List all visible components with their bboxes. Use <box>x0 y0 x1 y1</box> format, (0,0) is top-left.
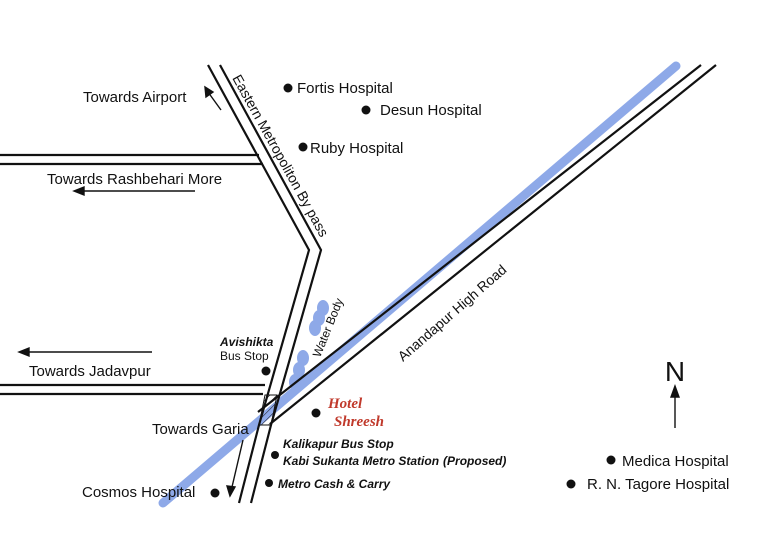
crossing-hatch <box>258 394 278 426</box>
ruby-dot <box>298 142 308 152</box>
metro-cash-dot <box>265 479 273 487</box>
rn-tagore-dot <box>566 479 576 489</box>
airport-label: Towards Airport <box>83 89 187 106</box>
north-arrow <box>670 383 680 428</box>
north-label: N <box>665 356 685 387</box>
hotel-name-line1: Hotel <box>327 396 363 412</box>
avishikta-dot <box>261 366 271 376</box>
garia-label: Towards Garia <box>152 421 249 438</box>
kabi-sukanta-name: Kabi Sukanta Metro Station <box>283 454 439 468</box>
cosmos-dot <box>210 488 220 498</box>
hotel-dot <box>311 408 321 418</box>
fortis-dot <box>283 83 293 93</box>
desun-label: Desun Hospital <box>380 102 482 119</box>
kabi-sukanta-label: Kabi Sukanta Metro Station (Proposed) <box>283 454 506 468</box>
ruby-label: Ruby Hospital <box>310 140 403 157</box>
rashbehari-label: Towards Rashbehari More <box>47 171 222 188</box>
avishikta-label: Avishikta <box>219 335 274 349</box>
medica-dot <box>606 455 616 465</box>
jadavpur-road <box>0 383 265 396</box>
hotel-name-line2: Shreesh <box>334 414 384 430</box>
jadavpur-label: Towards Jadavpur <box>29 363 151 380</box>
rashbehari-arrow <box>72 185 195 197</box>
jadavpur-arrow <box>17 346 152 358</box>
kalikapur-label: Kalikapur Bus Stop <box>283 437 394 451</box>
rn-tagore-label: R. N. Tagore Hospital <box>587 476 729 493</box>
metro-cash-label: Metro Cash & Carry <box>278 477 391 491</box>
desun-dot <box>361 105 371 115</box>
airport-arrow <box>204 85 222 111</box>
cosmos-label: Cosmos Hospital <box>82 484 195 501</box>
bypass-road <box>207 64 323 504</box>
water-body <box>289 300 329 390</box>
kalikapur-dot <box>271 451 279 459</box>
anandapur-road <box>257 64 717 425</box>
rashbehari-road <box>0 153 263 166</box>
avishikta-sub-label: Bus Stop <box>220 349 269 363</box>
garia-arrow <box>226 439 244 498</box>
fortis-label: Fortis Hospital <box>297 80 393 97</box>
place-dots <box>210 83 616 498</box>
medica-label: Medica Hospital <box>622 453 729 470</box>
kabi-sukanta-note: (Proposed) <box>443 454 506 468</box>
